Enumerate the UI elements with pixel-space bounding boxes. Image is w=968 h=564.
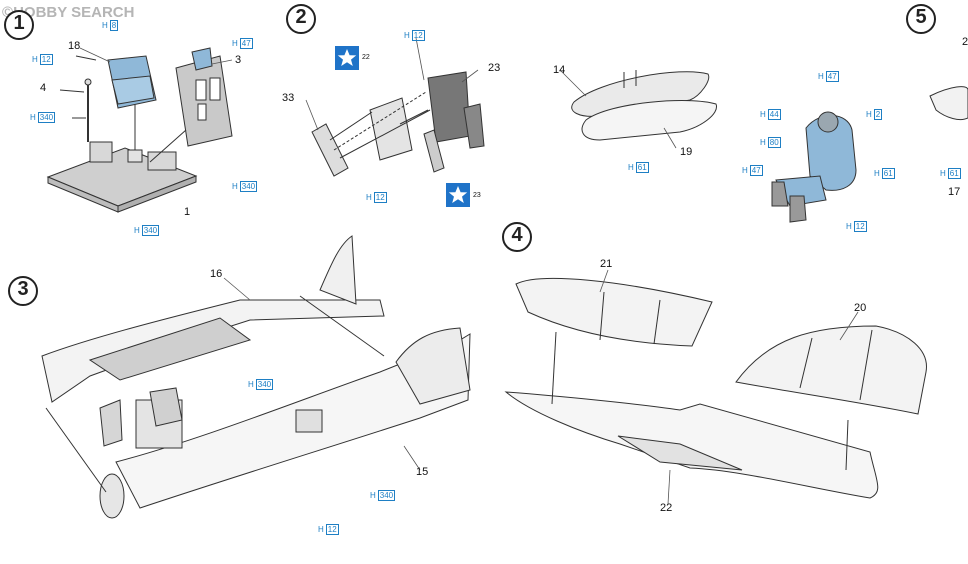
step3-fuselage	[41, 235, 471, 519]
decal-ref-22: 22	[362, 54, 370, 61]
part-number-16: 16	[210, 268, 223, 280]
hobby-search-watermark: ©HOBBY SEARCH	[2, 4, 134, 21]
decal-star-icon	[446, 183, 470, 207]
step-4-badge: 4	[502, 222, 532, 252]
part-number-22: 22	[660, 502, 673, 514]
step-3-badge: 3	[8, 276, 38, 306]
copyright-icon: ©	[2, 4, 14, 21]
watermark-text: HOBBY SEARCH	[13, 4, 135, 21]
part-number-33: 33	[282, 92, 295, 104]
part-number-15: 15	[416, 466, 429, 478]
part-number-17: 17	[948, 186, 961, 198]
step1-drawing	[46, 47, 233, 213]
part-number-14: 14	[553, 64, 566, 76]
step-1-badge: 1	[4, 10, 34, 40]
step4-wings	[504, 277, 927, 499]
decal-star-icon	[335, 46, 359, 70]
step-2-badge: 2	[286, 4, 316, 34]
part-number-21: 21	[600, 258, 613, 270]
part-number-1: 1	[184, 206, 191, 218]
part-number-18: 18	[68, 40, 81, 52]
part-number-2: 2	[962, 36, 968, 48]
part-number-4: 4	[40, 82, 47, 94]
step5-pilot	[771, 86, 968, 223]
part-number-19: 19	[680, 146, 693, 158]
part-number-23: 23	[488, 62, 501, 74]
part-number-3: 3	[235, 54, 242, 66]
step2-drawing	[311, 70, 717, 177]
decal-ref-23: 23	[473, 192, 481, 199]
part-number-20: 20	[854, 302, 867, 314]
step-5-badge: 5	[906, 4, 936, 34]
